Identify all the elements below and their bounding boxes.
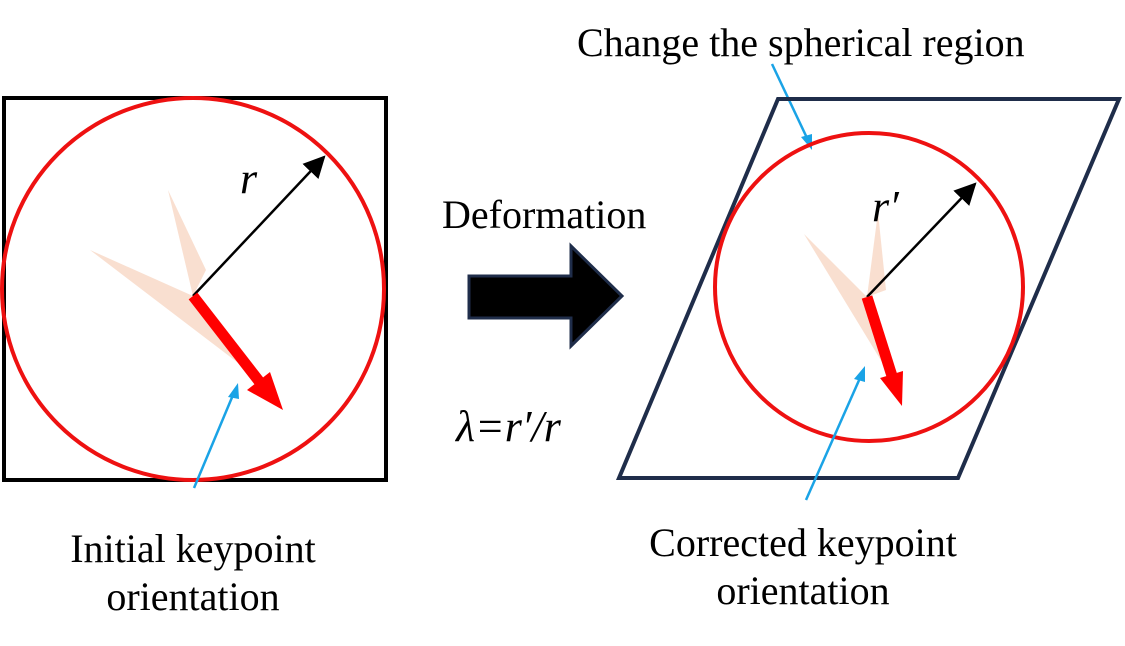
initial-caption-line1: Initial keypoint — [70, 526, 316, 571]
deformation-arrow — [467, 242, 625, 350]
initial-orientation-pointer — [192, 394, 235, 489]
orientation-fan-upper — [168, 190, 206, 296]
captions: Initial keypoint orientation Corrected k… — [70, 520, 957, 619]
corrected-orientation-head — [880, 371, 903, 406]
lambda-formula: λ=r′/r — [454, 402, 562, 451]
initial-panel: r — [0, 96, 388, 489]
corrected-orientation-shaft — [861, 295, 898, 378]
radius-r-arrow — [192, 155, 326, 297]
radius-r-label: r — [240, 154, 258, 203]
corrected-fan-lower — [804, 234, 888, 372]
orientation-fan-lower — [90, 250, 258, 378]
corrected-pointer-head — [854, 366, 865, 382]
corrected-caption-line2: orientation — [716, 568, 889, 613]
corrected-caption-line1: Corrected keypoint — [649, 520, 957, 565]
radius-r-prime-arrow — [866, 182, 977, 298]
deformation-label: Deformation — [442, 192, 646, 237]
corrected-orientation-pointer — [804, 377, 862, 501]
corrected-panel: Change the spherical region r′ — [577, 20, 1123, 501]
corrected-fan-upper — [867, 212, 886, 297]
deformed-circle — [713, 131, 1025, 443]
initial-pointer-head — [228, 383, 239, 399]
initial-circle — [0, 96, 386, 482]
initial-orientation-head — [247, 372, 283, 410]
change-region-label: Change the spherical region — [577, 20, 1025, 65]
initial-caption-line2: orientation — [106, 574, 279, 619]
radius-r-prime-label: r′ — [872, 182, 900, 231]
deformation-step: Deformation λ=r′/r — [442, 192, 646, 451]
parallelogram-frame — [615, 97, 1123, 480]
initial-orientation-shaft — [188, 292, 267, 389]
